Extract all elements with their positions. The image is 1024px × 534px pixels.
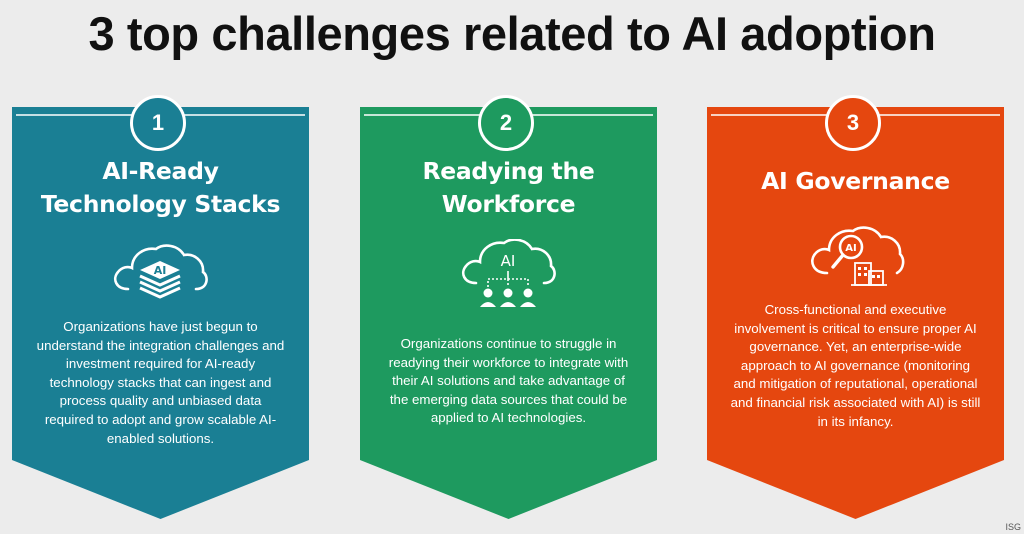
cloud-ai-people-icon: AI xyxy=(462,239,556,307)
challenge-card-2: 2 Readying the Workforce AI Organization… xyxy=(360,95,657,519)
card-1-heading-line-2: Technology Stacks xyxy=(40,190,281,218)
cloud-ai-magnifier-building-icon: AI xyxy=(811,226,905,286)
card-2-description: Organizations continue to struggle in re… xyxy=(388,336,629,426)
corner-logo-mark: ISG xyxy=(1005,522,1021,532)
card-2-heading-line-1: Readying the xyxy=(422,157,595,185)
cloud-ai-stack-icon: AI xyxy=(114,244,208,299)
card-2-heading: Readying the Workforce xyxy=(370,155,647,221)
card-3-heading-line-1: AI Governance xyxy=(761,167,950,195)
card-3-description: Cross-functional and executive involveme… xyxy=(730,302,981,429)
card-1-description: Organizations have just begun to underst… xyxy=(36,319,285,446)
card-1-icon-label: AI xyxy=(154,264,167,277)
card-1-number-badge: 1 xyxy=(130,95,186,151)
card-3-number-badge: 3 xyxy=(825,95,881,151)
card-1-heading-line-1: AI-Ready xyxy=(102,157,219,185)
card-2-heading-line-2: Workforce xyxy=(441,190,576,218)
challenge-card-1: 1 AI-Ready Technology Stacks AI Organiza… xyxy=(12,95,309,519)
card-1-heading: AI-Ready Technology Stacks xyxy=(22,155,299,221)
card-2-icon-label: AI xyxy=(501,252,516,270)
challenge-card-3: 3 AI Governance AI Cross-functional and … xyxy=(707,95,1004,519)
card-3-heading: AI Governance xyxy=(717,165,994,198)
card-2-number-badge: 2 xyxy=(478,95,534,151)
card-3-icon-label: AI xyxy=(845,243,856,254)
page-title: 3 top challenges related to AI adoption xyxy=(88,7,936,60)
